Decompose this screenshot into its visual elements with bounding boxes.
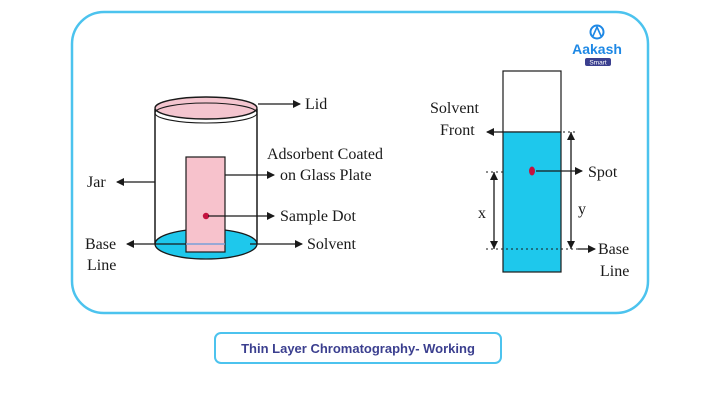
label-y: y xyxy=(578,201,586,218)
x-dimension-top-arrow xyxy=(490,172,498,180)
logo-tag-text: Smart xyxy=(589,60,607,67)
label-sample-dot: Sample Dot xyxy=(280,208,357,225)
label-base-line-left-2: Line xyxy=(87,257,116,274)
sample-dot xyxy=(202,212,210,220)
label-solvent-front-1: Solvent xyxy=(430,100,479,117)
y-dimension-bottom-arrow xyxy=(567,241,575,249)
caption-box: Thin Layer Chromatography- Working xyxy=(214,332,502,364)
glass-plate xyxy=(185,156,226,253)
plate-dry-region xyxy=(502,70,562,133)
label-base-line-right-1: Base xyxy=(598,241,629,258)
x-dimension-bottom-arrow xyxy=(490,241,498,249)
jar-lid-rim xyxy=(154,102,258,124)
label-base-line-left-1: Base xyxy=(85,236,116,253)
aakash-logo: Aakash Smart xyxy=(572,24,622,67)
caption-text: Thin Layer Chromatography- Working xyxy=(241,340,475,356)
label-base-line-right-2: Line xyxy=(600,263,629,280)
label-solvent: Solvent xyxy=(307,236,356,253)
y-dimension-top-arrow xyxy=(567,132,575,140)
label-adsorbent-line2: on Glass Plate xyxy=(280,167,372,184)
jar-lid xyxy=(154,96,258,120)
label-solvent-front-2: Front xyxy=(440,122,475,139)
plate-solvent-region xyxy=(502,131,562,273)
label-spot: Spot xyxy=(588,164,618,181)
label-adsorbent-line1: Adsorbent Coated xyxy=(267,146,383,163)
label-x: x xyxy=(478,205,486,222)
logo-tag-badge xyxy=(585,58,611,66)
label-lid: Lid xyxy=(305,96,327,113)
spot xyxy=(529,166,535,176)
label-jar: Jar xyxy=(87,174,106,191)
logo-brand-name: Aakash xyxy=(572,41,622,57)
